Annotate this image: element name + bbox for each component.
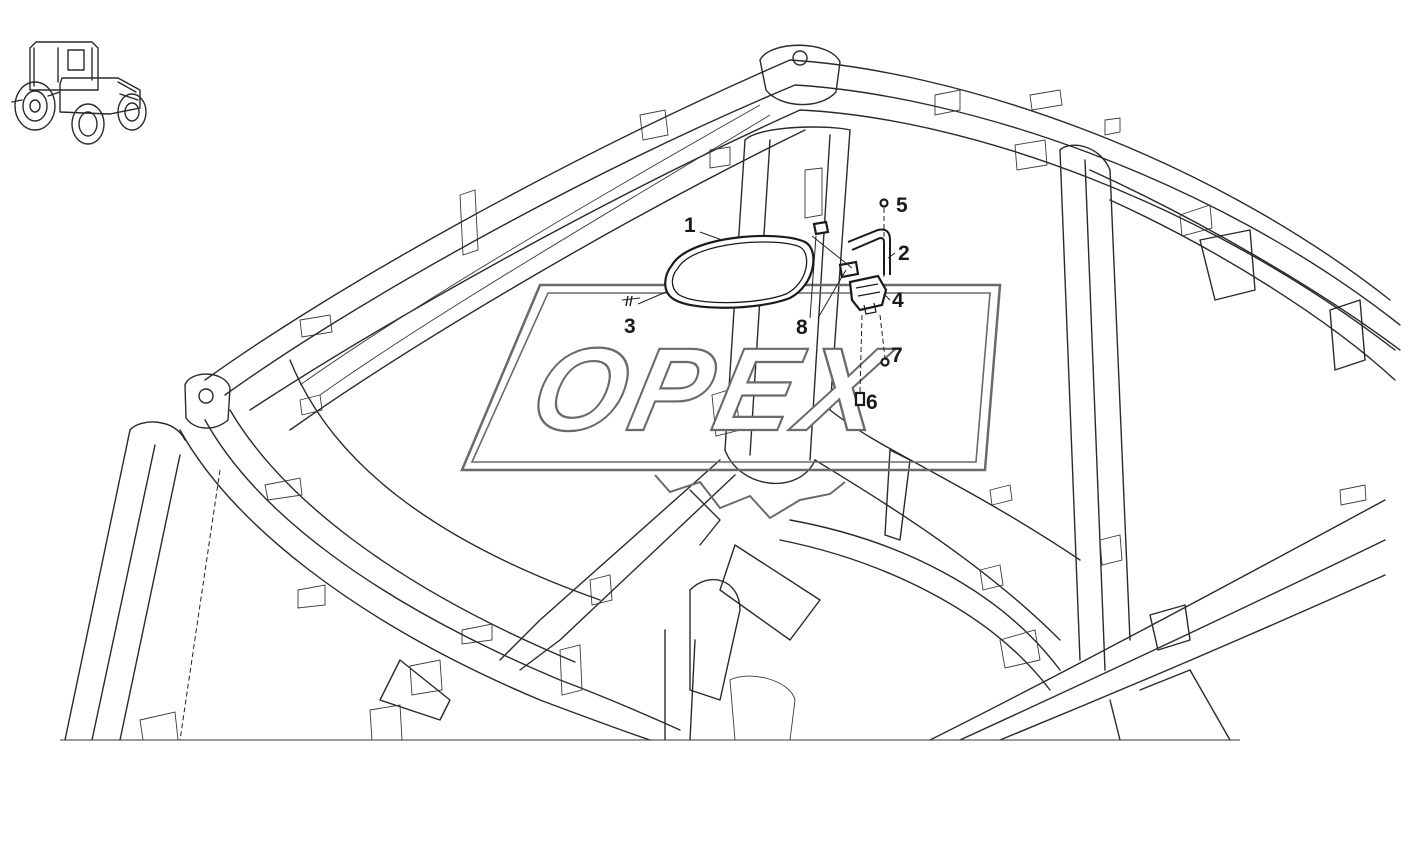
callout-6: 6	[866, 391, 878, 414]
callout-1: 1	[684, 214, 696, 237]
callout-4: 4	[892, 289, 904, 312]
screw-part-7	[879, 314, 890, 367]
callout-7: 7	[891, 344, 903, 367]
cab-frame-drawing	[60, 44, 1401, 741]
callout-3: 3	[624, 315, 636, 338]
bracket-part-8	[811, 220, 860, 279]
callout-8: 8	[796, 316, 808, 339]
seal-ring-part-1	[664, 234, 815, 309]
screw-part-5	[879, 198, 889, 280]
tractor-icon	[11, 41, 147, 145]
valve-part-4	[848, 274, 888, 315]
opex-watermark: OPEX	[460, 283, 1002, 520]
screw-part-6	[854, 314, 866, 407]
watermark-text: OPEX	[521, 324, 901, 456]
fastener-part-3	[621, 295, 641, 307]
callout-5: 5	[896, 194, 908, 217]
leader-lines	[637, 231, 896, 319]
callout-2: 2	[898, 242, 910, 265]
